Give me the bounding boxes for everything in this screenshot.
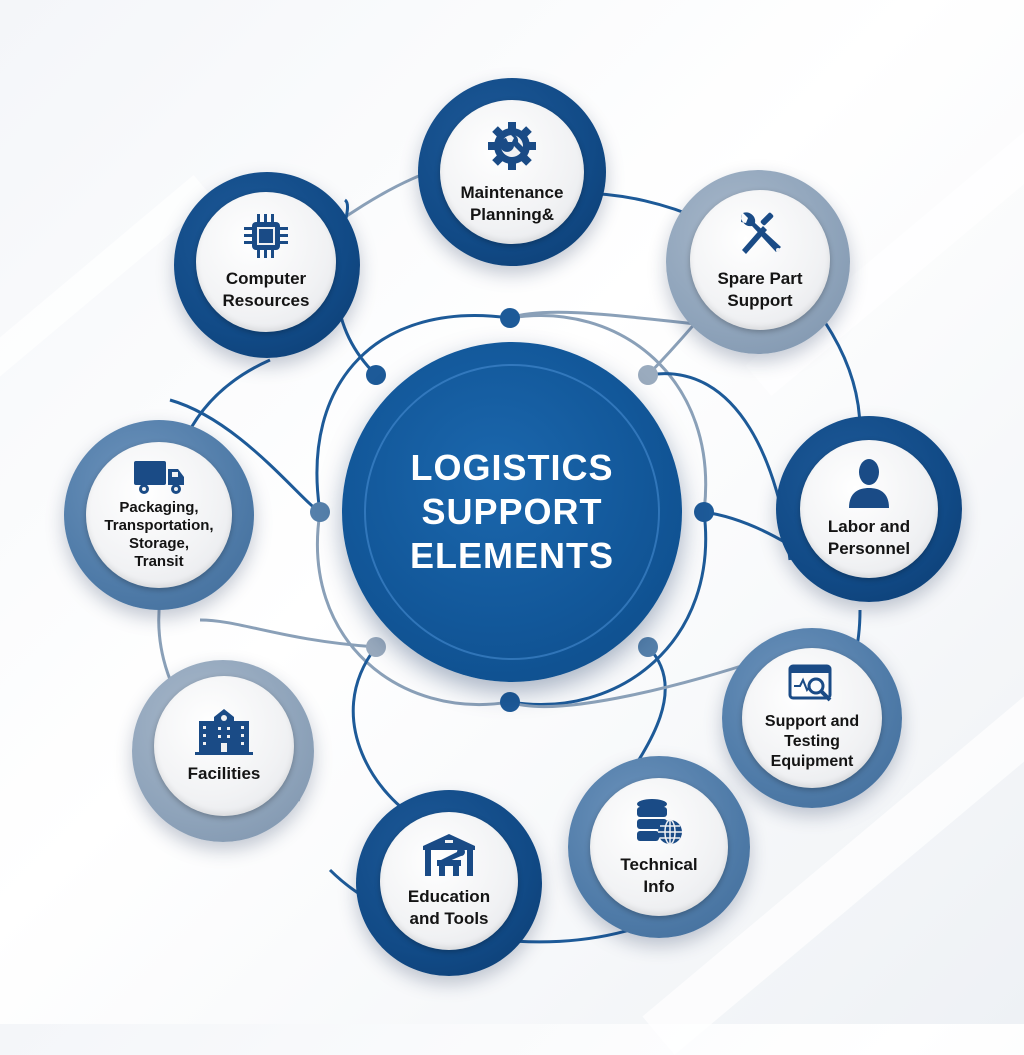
cpu-chip-icon (244, 214, 288, 258)
node-label: Maintenance Planning& (460, 183, 564, 224)
gear-wrench-icon (488, 122, 536, 170)
building-icon (195, 709, 253, 755)
node-label: Packaging, Transportation, Storage, Tran… (104, 499, 214, 570)
central-hub: LOGISTICS SUPPORT ELEMENTS (342, 342, 682, 682)
truck-icon (134, 461, 184, 494)
node-label: Education and Tools (407, 887, 491, 928)
central-inner-ring (364, 364, 660, 660)
node-support-testing-equipment[interactable]: Support and Testing Equipment (722, 628, 902, 808)
node-computer-resources[interactable]: Computer Resources (174, 172, 360, 358)
node-spare-part-support[interactable]: Spare Part Support (666, 170, 850, 354)
garage-tools-icon (423, 834, 475, 876)
node-facilities[interactable]: Facilities (132, 660, 314, 842)
database-globe-icon (637, 799, 682, 845)
wrench-screwdriver-icon (741, 212, 781, 254)
node-education-tools[interactable]: Education and Tools (356, 790, 542, 976)
node-label: Support and Testing Equipment (764, 713, 860, 770)
node-technical-info[interactable]: Technical Info (568, 756, 750, 938)
node-maintenance-planning[interactable]: Maintenance Planning& (418, 78, 606, 266)
node-label: Spare Part Support (717, 269, 803, 310)
diagram-title: LOGISTICS SUPPORT ELEMENTS (409, 447, 614, 576)
monitor-magnifier-icon (788, 664, 832, 702)
node-label: Computer Resources (222, 269, 310, 310)
node-label: Technical Info (620, 855, 698, 896)
node-packaging-transportation[interactable]: Packaging, Transportation, Storage, Tran… (64, 420, 254, 610)
node-label: Facilities (187, 764, 261, 783)
node-labor-personnel[interactable]: Labor and Personnel (776, 416, 962, 602)
node-label: Labor and Personnel (827, 517, 911, 558)
person-icon (849, 459, 889, 508)
